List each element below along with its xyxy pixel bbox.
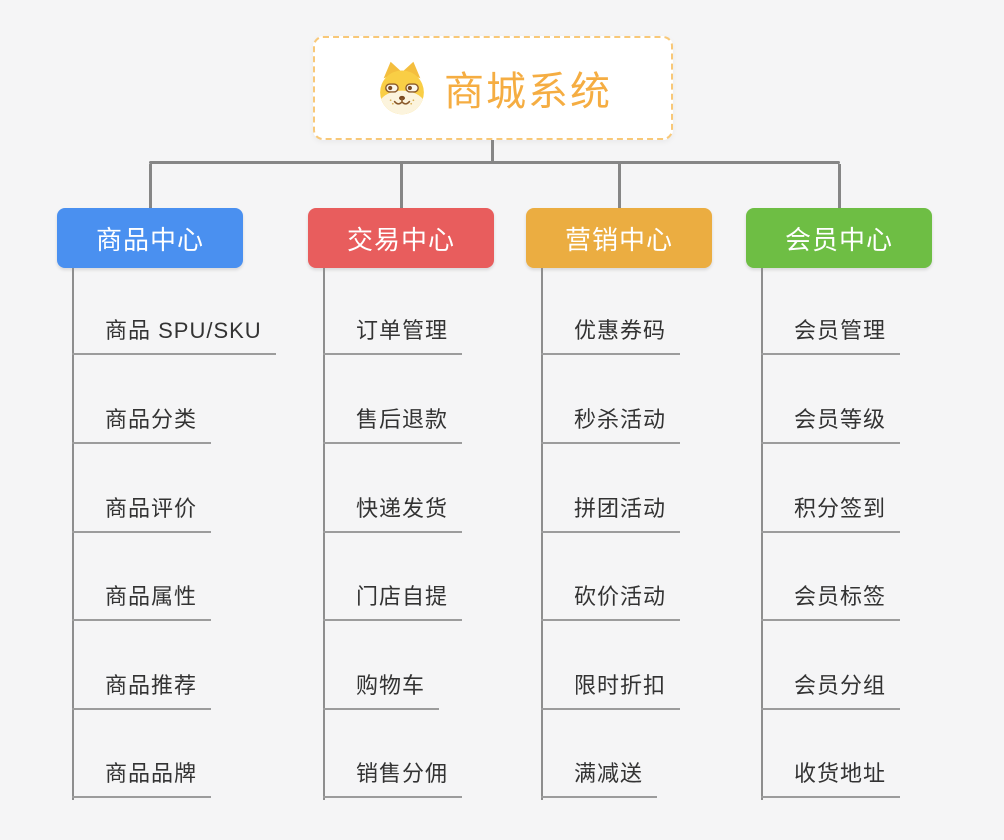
branch-label: 交易中心: [346, 224, 455, 255]
branch-column-product: 商品中心 商品 SPU/SKU 商品分类 商品评价 商品属性 商品推荐 商品品牌: [57, 208, 307, 818]
leaf-node[interactable]: 销售分佣: [323, 759, 463, 798]
root-node-mall-system[interactable]: 商城系统: [313, 36, 673, 140]
doge-icon: [380, 61, 424, 115]
branch-column-trade: 交易中心 订单管理 售后退款 快递发货 门店自提 购物车 销售分佣: [308, 208, 558, 818]
connector-drop-marketing: [618, 164, 621, 208]
leaf-node[interactable]: 商品分类: [72, 405, 212, 444]
connector-drop-trade: [400, 164, 403, 208]
branch-label: 会员中心: [784, 224, 893, 255]
branch-spine: [541, 268, 543, 800]
leaf-node[interactable]: 秒杀活动: [541, 405, 681, 444]
branch-node-trade[interactable]: 交易中心: [308, 208, 494, 268]
branch-spine: [323, 268, 325, 800]
leaf-node[interactable]: 会员标签: [761, 582, 901, 621]
connector-drop-member: [838, 164, 841, 208]
leaf-node[interactable]: 商品属性: [72, 582, 212, 621]
leaf-node[interactable]: 商品 SPU/SKU: [72, 316, 276, 355]
branch-node-product[interactable]: 商品中心: [57, 208, 243, 268]
connector-root-stem: [491, 140, 494, 163]
connector-top-bar: [149, 161, 840, 164]
branch-column-member: 会员中心 会员管理 会员等级 积分签到 会员标签 会员分组 收货地址: [746, 208, 996, 818]
leaf-node[interactable]: 拼团活动: [541, 494, 681, 533]
leaf-node[interactable]: 满减送: [541, 759, 658, 798]
root-title: 商城系统: [444, 70, 612, 114]
leaf-node[interactable]: 商品评价: [72, 494, 212, 533]
connector-drop-product: [149, 164, 152, 208]
branch-node-member[interactable]: 会员中心: [746, 208, 932, 268]
branch-column-marketing: 营销中心 优惠券码 秒杀活动 拼团活动 砍价活动 限时折扣 满减送: [526, 208, 776, 818]
leaf-node[interactable]: 收货地址: [761, 759, 901, 798]
leaf-node[interactable]: 会员等级: [761, 405, 901, 444]
leaf-node[interactable]: 商品推荐: [72, 671, 212, 710]
branch-spine: [72, 268, 74, 800]
leaf-node[interactable]: 门店自提: [323, 582, 463, 621]
branch-spine: [761, 268, 763, 800]
leaf-node[interactable]: 限时折扣: [541, 671, 681, 710]
leaf-node[interactable]: 购物车: [323, 671, 440, 710]
leaf-node[interactable]: 商品品牌: [72, 759, 212, 798]
leaf-node[interactable]: 订单管理: [323, 316, 463, 355]
branch-label: 营销中心: [564, 224, 673, 255]
leaf-node[interactable]: 积分签到: [761, 494, 901, 533]
leaf-node[interactable]: 售后退款: [323, 405, 463, 444]
leaf-node[interactable]: 会员分组: [761, 671, 901, 710]
branch-node-marketing[interactable]: 营销中心: [526, 208, 712, 268]
leaf-node[interactable]: 快递发货: [323, 494, 463, 533]
leaf-node[interactable]: 会员管理: [761, 316, 901, 355]
leaf-node[interactable]: 优惠券码: [541, 316, 681, 355]
leaf-node[interactable]: 砍价活动: [541, 582, 681, 621]
branch-label: 商品中心: [95, 224, 204, 255]
